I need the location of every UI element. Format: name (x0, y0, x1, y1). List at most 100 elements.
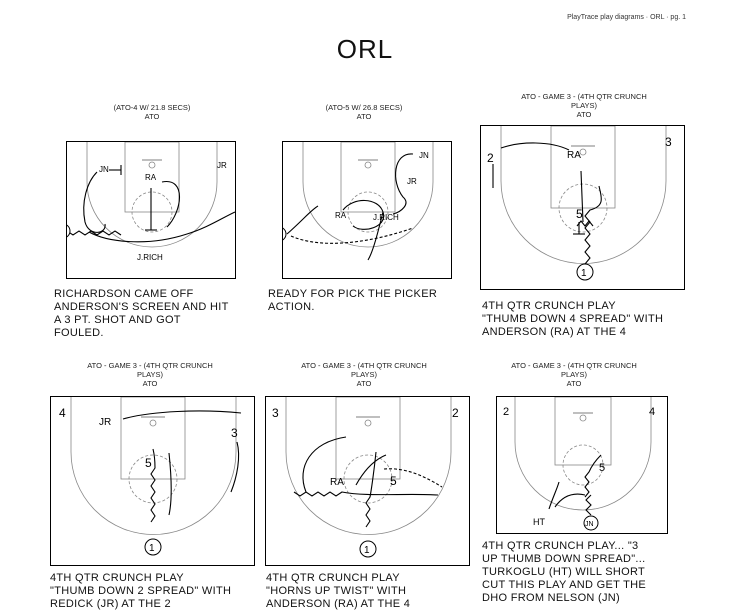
cut-path (548, 481, 560, 510)
player-label: 2 (487, 151, 494, 165)
caption-line: ANDERSON (RA) AT THE 4 (266, 598, 411, 610)
pass-path (88, 211, 236, 243)
cut-path (302, 436, 347, 493)
play-diagram-2[interactable]: JN JR RA J.RICH HT (282, 141, 452, 279)
play-label-line: ATO (144, 112, 160, 121)
caption-line: ANDERSON (RA) AT THE 4 (482, 326, 627, 338)
caption-3: 4TH QTR CRUNCH PLAY "THUMB DOWN 4 SPREAD… (482, 300, 697, 339)
player-label: RA (330, 477, 344, 488)
dribble-path (584, 185, 602, 277)
three-point-line (500, 126, 667, 264)
player-label: RA (335, 211, 347, 220)
three-point-line (285, 397, 452, 535)
cut-path (392, 153, 414, 215)
play-label-line: ATO - GAME 3 - (4TH QTR CRUNCH (521, 92, 647, 101)
cut-path (83, 171, 106, 233)
play-diagram-5[interactable]: 3 2 RA 5 1 (265, 396, 470, 566)
hoop (364, 161, 372, 169)
screen-path (161, 181, 181, 228)
player-circle (283, 227, 287, 241)
player-circle (144, 538, 162, 556)
player-label: 5 (390, 474, 397, 488)
player-label: 5 (599, 462, 605, 474)
free-throw-circle (131, 191, 173, 233)
hoop (364, 419, 372, 427)
player-label: 5 (145, 456, 152, 470)
cut-path (554, 493, 586, 508)
play-label-1: (ATO-4 W/ 21.8 SECS) ATO (68, 103, 236, 121)
cut-path (500, 142, 570, 151)
caption-line: 4TH QTR CRUNCH PLAY (482, 300, 616, 312)
player-label: 1 (149, 543, 155, 554)
player-label: 1 (364, 545, 370, 556)
cut-path (355, 454, 387, 486)
cut-path (122, 410, 242, 420)
player-label: 2 (503, 406, 509, 418)
player-label: J.RICH (373, 213, 399, 222)
player-label: 5 (576, 207, 583, 221)
play-label-line: ATO (566, 379, 582, 388)
play-label-line: PLAYS) (350, 370, 378, 379)
caption-line: TURKOGLU (HT) WILL SHORT (482, 566, 646, 578)
caption-line: FOULED. (54, 327, 104, 339)
court-diagram-2: JN JR RA J.RICH HT (283, 142, 434, 261)
play-label-3: ATO - GAME 3 - (4TH QTR CRUNCH PLAYS) AT… (478, 92, 690, 119)
dribble-path (584, 454, 602, 498)
play-label-line: ATO - GAME 3 - (4TH QTR CRUNCH (511, 361, 637, 370)
dribble-path (67, 230, 122, 236)
key-lane (120, 397, 186, 480)
player-label: JN (99, 165, 109, 174)
play-diagram-1[interactable]: JN RA JR HT J.RICH (66, 141, 236, 279)
hoop (148, 161, 156, 169)
court-diagram-6: 2 4 5 HT JN (503, 397, 655, 531)
caption-line: CUT THIS PLAY AND GET THE (482, 579, 646, 591)
play-label-2: (ATO-5 W/ 26.8 SECS) ATO (280, 103, 448, 121)
page-header-text: PlayTrace play diagrams · ORL · pg. 1 (567, 14, 686, 21)
caption-line: 4TH QTR CRUNCH PLAY (50, 572, 184, 584)
caption-line: 4TH QTR CRUNCH PLAY (266, 572, 400, 584)
play-label-line: ATO - GAME 3 - (4TH QTR CRUNCH (87, 361, 213, 370)
caption-line: 4TH QTR CRUNCH PLAY... "3 (482, 540, 639, 552)
player-label: 3 (272, 406, 279, 420)
dribble-path (365, 451, 377, 528)
play-label-6: ATO - GAME 3 - (4TH QTR CRUNCH PLAYS) AT… (468, 361, 680, 388)
key-lane (554, 397, 612, 466)
caption-line: ANDERSON'S SCREEN AND HIT (54, 301, 229, 313)
caption-line: ACTION. (268, 301, 315, 313)
play-label-line: PLAYS) (560, 370, 588, 379)
dribble-path (150, 448, 156, 523)
free-throw-circle (347, 191, 389, 233)
player-label: RA (145, 173, 157, 182)
caption-line: "THUMB DOWN 2 SPREAD" WITH (50, 585, 232, 597)
dribble-path (293, 491, 439, 497)
play-diagram-3[interactable]: RA 2 3 5 1 (480, 125, 685, 290)
play-label-5: ATO - GAME 3 - (4TH QTR CRUNCH PLAYS) AT… (258, 361, 470, 388)
court-diagram-5: 3 2 RA 5 1 (272, 397, 459, 558)
three-point-line (86, 142, 218, 248)
caption-line: "HORNS UP TWIST" WITH (266, 585, 407, 597)
caption-line: RICHARDSON CAME OFF (54, 288, 194, 300)
caption-2: READY FOR PICK THE PICKER ACTION. (268, 288, 464, 314)
player-label: JR (407, 177, 417, 186)
page-title: ORL (336, 34, 394, 64)
court-diagram-4: 4 JR 3 5 1 (59, 397, 242, 556)
free-throw-circle (562, 444, 604, 486)
caption-6: 4TH QTR CRUNCH PLAY... "3 UP THUMB DOWN … (482, 540, 697, 605)
play-label-line: PLAYS) (136, 370, 164, 379)
player-label: RA (567, 150, 581, 161)
pass-path (383, 468, 443, 488)
play-diagram-6[interactable]: 2 4 5 HT JN (496, 396, 668, 534)
play-label-line: PLAYS) (570, 101, 598, 110)
play-diagram-4[interactable]: 4 JR 3 5 1 (50, 396, 255, 566)
cut-path (576, 170, 594, 227)
player-label: 4 (59, 406, 66, 420)
player-label: 4 (649, 406, 655, 418)
play-label-line: ATO (142, 379, 158, 388)
play-label-4: ATO - GAME 3 - (4TH QTR CRUNCH PLAYS) AT… (44, 361, 256, 388)
play-label-line: (ATO-5 W/ 26.8 SECS) (325, 103, 403, 112)
player-label: HT (533, 517, 545, 527)
play-label-line: ATO (356, 379, 372, 388)
caption-line: A 3 PT. SHOT AND GOT (54, 314, 181, 326)
player-circle (583, 515, 599, 531)
key-lane (340, 142, 396, 213)
